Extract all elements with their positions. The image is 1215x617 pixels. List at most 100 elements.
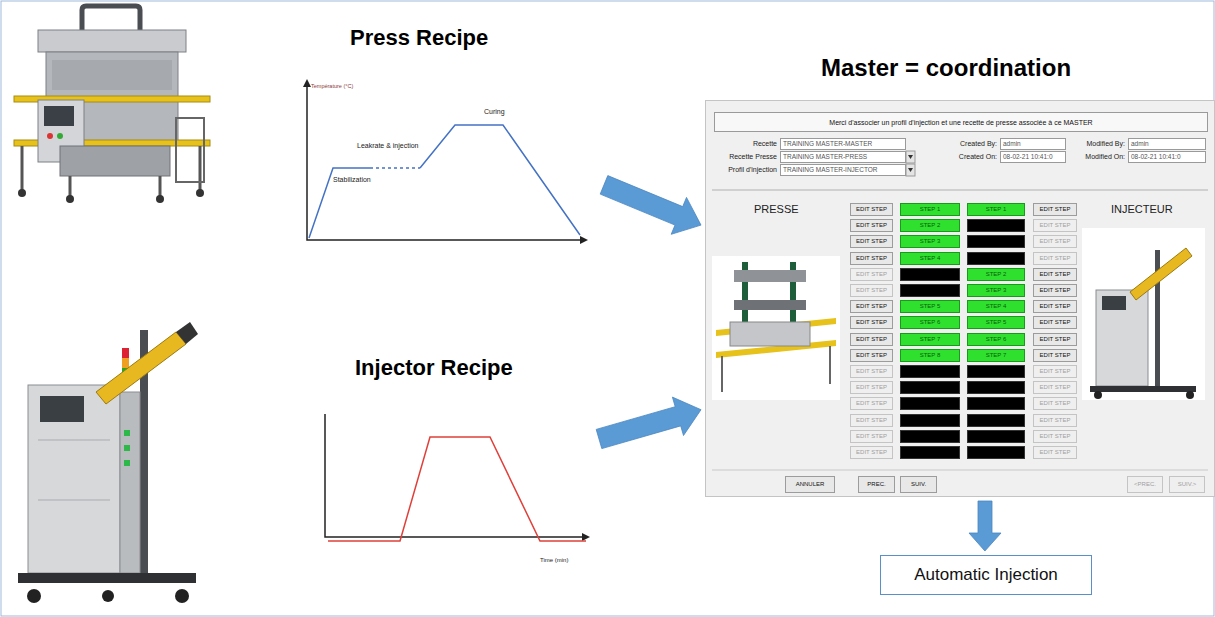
empty-step-cell (967, 252, 1025, 265)
edit-step-button: EDIT STEP (1033, 252, 1077, 265)
edit-step-button: EDIT STEP (1033, 365, 1077, 378)
block-arrow (600, 176, 701, 235)
field-label: Recette Presse (706, 151, 777, 163)
edit-step-button: EDIT STEP (1033, 397, 1077, 410)
phase-label: Stabilization (333, 176, 371, 183)
phase-label: Leakrate & injection (357, 142, 418, 149)
field-value: TRAINING MASTER-MASTER (780, 138, 906, 150)
field-label: Recette (706, 138, 777, 150)
edit-step-button: EDIT STEP (850, 381, 893, 394)
press-temperature-chart (303, 79, 588, 244)
edit-step-button: EDIT STEP (850, 300, 893, 313)
field-label: Modified On: (1068, 151, 1125, 163)
step-cell: STEP 4 (967, 300, 1025, 313)
column-title: PRESSE (754, 203, 799, 215)
field-label: Created By: (938, 138, 997, 150)
edit-step-button: EDIT STEP (1033, 349, 1077, 362)
master-window (705, 100, 1215, 497)
window-button: ANNULER (785, 476, 835, 493)
axis-label: Time (min) (540, 557, 568, 563)
empty-step-cell (967, 381, 1025, 394)
press-machine (14, 6, 210, 203)
step-cell: STEP 5 (967, 316, 1025, 329)
section-heading: Injector Recipe (355, 355, 513, 381)
edit-step-button: EDIT STEP (850, 252, 893, 265)
field-label: Profil d'injection (706, 164, 777, 176)
step-cell: STEP 1 (900, 203, 960, 216)
step-cell: STEP 7 (900, 333, 960, 346)
recipe-chart: Press Recipe (300, 78, 600, 245)
field-value: admin (1128, 138, 1206, 150)
edit-step-button: EDIT STEP (850, 365, 893, 378)
header-box: Merci d'associer un profil d'injection e… (714, 112, 1208, 132)
empty-step-cell (900, 430, 960, 443)
window-button: SUIV.> (1169, 476, 1205, 493)
empty-step-cell (967, 219, 1025, 232)
box-text: Automatic Injection (914, 565, 1058, 585)
empty-step-cell (900, 397, 960, 410)
edit-step-button: EDIT STEP (1033, 219, 1077, 232)
step-cell: STEP 1 (967, 203, 1025, 216)
step-cell: STEP 2 (900, 219, 960, 232)
step-cell: STEP 6 (900, 316, 960, 329)
empty-step-cell (900, 268, 960, 281)
injector-profile-chart (325, 414, 590, 541)
step-cell: STEP 6 (967, 333, 1025, 346)
step-cell: STEP 3 (967, 284, 1025, 297)
section-heading: Master = coordination (821, 54, 1071, 82)
window-button: PREC. (858, 476, 895, 493)
block-arrow (969, 501, 1001, 551)
box-text: Merci d'associer un profil d'injection e… (829, 119, 1092, 126)
edit-step-button: EDIT STEP (850, 446, 893, 459)
edit-step-button: EDIT STEP (1033, 414, 1077, 427)
edit-step-button: EDIT STEP (1033, 381, 1077, 394)
block-arrow (596, 397, 701, 449)
field-label: Created On: (938, 151, 997, 163)
step-cell: STEP 5 (900, 300, 960, 313)
empty-step-cell (967, 446, 1025, 459)
edit-step-button: EDIT STEP (1033, 268, 1077, 281)
axis-label: Température (°C) (311, 83, 353, 89)
edit-step-button: EDIT STEP (850, 316, 893, 329)
empty-step-cell (900, 414, 960, 427)
edit-step-button: EDIT STEP (850, 268, 893, 281)
field-value: admin (1000, 138, 1066, 150)
recipe-chart: Injector Recipe (318, 405, 595, 575)
field-value: TRAINING MASTER-INJECTOR (780, 164, 906, 176)
edit-step-button: EDIT STEP (1033, 284, 1077, 297)
edit-step-button: EDIT STEP (850, 284, 893, 297)
edit-step-button: EDIT STEP (850, 219, 893, 232)
edit-step-button: EDIT STEP (1033, 300, 1077, 313)
step-cell: STEP 7 (967, 349, 1025, 362)
edit-step-button: EDIT STEP (1033, 446, 1077, 459)
empty-step-cell (900, 284, 960, 297)
field-value: 08-02-21 10:41:0 (1000, 151, 1066, 163)
empty-step-cell (967, 235, 1025, 248)
edit-step-button: EDIT STEP (850, 203, 893, 216)
step-cell: STEP 4 (900, 252, 960, 265)
edit-step-button: EDIT STEP (850, 349, 893, 362)
phase-label: Curing (484, 108, 505, 115)
empty-step-cell (967, 365, 1025, 378)
step-cell: STEP 2 (967, 268, 1025, 281)
section-heading: Press Recipe (350, 25, 488, 51)
field-label: Modified By: (1068, 138, 1125, 150)
empty-step-cell (967, 397, 1025, 410)
empty-step-cell (967, 414, 1025, 427)
edit-step-button: EDIT STEP (1033, 333, 1077, 346)
edit-step-button: EDIT STEP (850, 430, 893, 443)
step-cell: STEP 8 (900, 349, 960, 362)
edit-step-button: EDIT STEP (1033, 430, 1077, 443)
empty-step-cell (967, 430, 1025, 443)
edit-step-button: EDIT STEP (850, 235, 893, 248)
window-button: SUIV. (900, 476, 937, 493)
edit-step-button: EDIT STEP (850, 333, 893, 346)
column-title: INJECTEUR (1111, 203, 1173, 215)
edit-step-button: EDIT STEP (850, 414, 893, 427)
field-value: TRAINING MASTER-PRESS (780, 151, 906, 163)
window-button: <PREC. (1127, 476, 1163, 493)
edit-step-button: EDIT STEP (1033, 203, 1077, 216)
empty-step-cell (900, 446, 960, 459)
